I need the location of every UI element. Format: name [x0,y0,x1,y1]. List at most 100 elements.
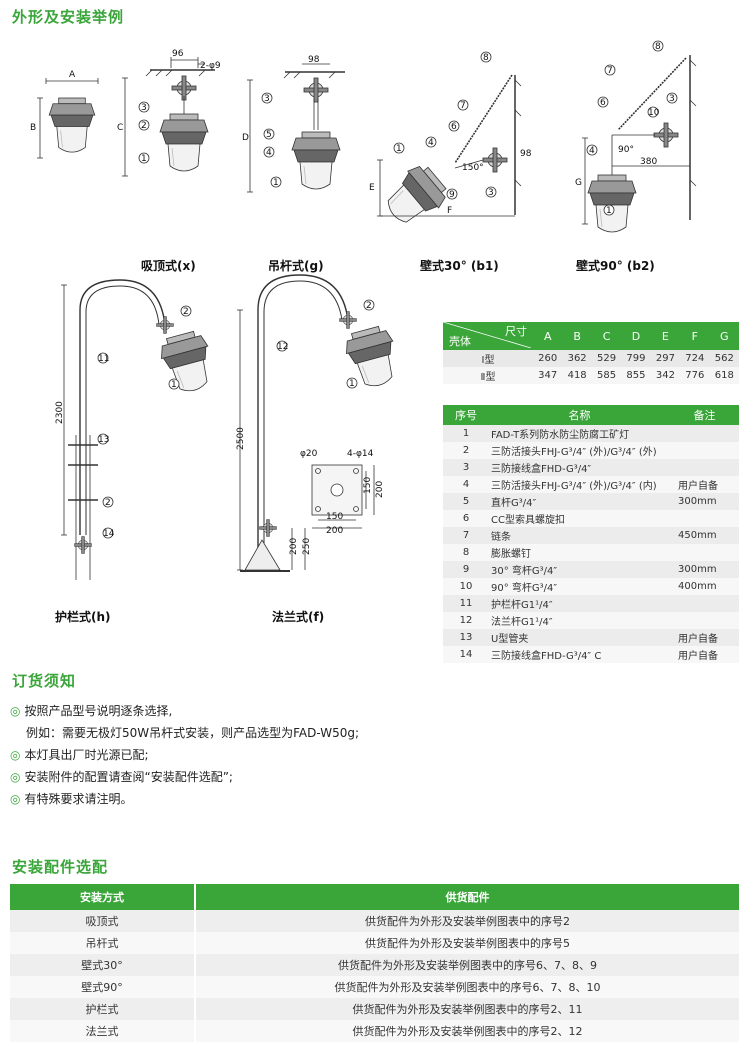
dim-phi20: φ20 [300,449,318,459]
drawing-label: 6 [451,122,457,132]
drawing-label: 3 [141,103,147,113]
parts-cell-note: 用户自备 [670,629,739,646]
drawing-label: 6 [600,98,606,108]
parts-cell-note: 300mm [670,561,739,578]
parts-cell-name: 膨胀螺钉 [489,544,670,561]
parts-cell-name: 法兰杆G1¹/4″ [489,612,670,629]
drawing-label: 1 [396,144,402,154]
acc-cell-parts: 供货配件为外形及安装举例图表中的序号6、7、8、10 [195,976,739,998]
dim-D: D [242,133,249,143]
ceiling-small-lamp-drawing [37,78,99,159]
table-row: 壁式30°供货配件为外形及安装举例图表中的序号6、7、8、9 [10,954,739,976]
bullet-icon: ◎ [10,704,21,718]
ceiling-mount-drawing [122,57,215,177]
drawing-label: 3 [488,188,494,198]
table-row: 壁式90°供货配件为外形及安装举例图表中的序号6、7、8、10 [10,976,739,998]
parts-cell-name: 三防活接头FHJ-G³/4″ (外)/G³/4″ (外) [489,442,670,459]
parts-cell-name: 三防活接头FHJ-G³/4″ (外)/G³/4″ (内) [489,476,670,493]
list-item: ◎有特殊要求请注明。 [10,788,359,810]
parts-cell-no: 14 [443,646,489,663]
parts-header-no: 序号 [443,405,489,425]
parts-cell-no: 5 [443,493,489,510]
table-row: 护栏式供货配件为外形及安装举例图表中的序号2、11 [10,998,739,1020]
acc-cell-method: 吊杆式 [10,932,196,954]
parts-cell-note: 400mm [670,578,739,595]
dim-col: B [562,322,592,350]
caption-ceiling: 吸顶式(x) [141,259,196,273]
dim-150-v: 150 [363,477,373,494]
drawing-label: 2 [105,498,111,508]
drawing-label: 2 [141,121,147,131]
drawing-label: 2 [366,301,372,311]
parts-cell-no: 12 [443,612,489,629]
pendant-rod-drawing [247,63,345,193]
parts-cell-no: 7 [443,527,489,544]
caption-wall-90: 壁式90° (b2) [576,259,655,273]
dim-4phi14: 4-φ14 [347,449,374,459]
order-notes: ◎按照产品型号说明逐条选择,例如：需要无极灯50W吊杆式安装，则产品选型为FAD… [10,700,359,810]
drawing-label: 10 [648,108,660,118]
dim-F: F [447,206,452,216]
dim-200-h: 200 [326,526,343,536]
list-item: ◎安装附件的配置请查阅“安装配件选配”; [10,766,359,788]
acc-cell-method: 吸顶式 [10,910,196,932]
dim-col: A [533,322,563,350]
parts-cell-no: 2 [443,442,489,459]
dim-380: 380 [640,157,657,167]
dim-2500: 2500 [236,427,246,450]
parts-cell-no: 13 [443,629,489,646]
dim-250-f: 250 [302,538,312,555]
order-note-text: 有特殊要求请注明。 [24,792,133,806]
parts-cell-name: FAD-T系列防水防尘防腐工矿灯 [489,425,670,442]
drawing-label: 2 [183,307,189,317]
drawing-label: 4 [589,146,595,156]
dim-col: F [680,322,710,350]
guardrail-drawing [61,279,219,580]
parts-cell-no: 1 [443,425,489,442]
dim-G: G [575,178,582,188]
caption-wall-30: 壁式30° (b1) [420,259,499,273]
drawing-label: 3 [669,94,675,104]
dim-col: D [621,322,651,350]
parts-cell-note [670,425,739,442]
parts-cell-name: 护栏杆G1¹/4″ [489,595,670,612]
parts-cell-note: 用户自备 [670,646,739,663]
drawing-label: 9 [449,190,455,200]
parts-cell-name: 30° 弯杆G³/4″ [489,561,670,578]
parts-cell-note [670,510,739,527]
order-note-text: 例如：需要无极灯50W吊杆式安装，则产品选型为FAD-W50g; [26,726,360,740]
dim-2300: 2300 [55,401,65,424]
acc-cell-parts: 供货配件为外形及安装举例图表中的序号2、11 [195,998,739,1020]
table-row: 法兰式供货配件为外形及安装举例图表中的序号2、12 [10,1020,739,1042]
parts-header-note: 备注 [670,405,739,425]
parts-header-name: 名称 [489,405,670,425]
parts-cell-name: 三防接线盒FHD-G³/4″ [489,459,670,476]
wall-90-drawing [582,55,697,233]
list-item: 例如：需要无极灯50W吊杆式安装，则产品选型为FAD-W50g; [10,722,359,744]
dim-200-f: 200 [289,538,299,555]
parts-cell-note [670,442,739,459]
table-row: 吊杆式供货配件为外形及安装举例图表中的序号5 [10,932,739,954]
drawing-label: 8 [655,42,661,52]
section-title-accessories: 安装配件选配 [12,858,109,876]
acc-cell-method: 法兰式 [10,1020,196,1042]
dim-table-header-left: 壳体 [449,335,471,348]
acc-header-method: 安装方式 [10,884,196,910]
drawing-label: 8 [483,53,489,63]
caption-guardrail: 护栏式(h) [55,610,111,624]
order-note-text: 本灯具出厂时光源已配; [24,748,149,762]
parts-cell-no: 6 [443,510,489,527]
drawing-label: 1 [141,154,147,164]
acc-cell-parts: 供货配件为外形及安装举例图表中的序号2、12 [195,1020,739,1042]
drawing-label: 5 [266,130,272,140]
